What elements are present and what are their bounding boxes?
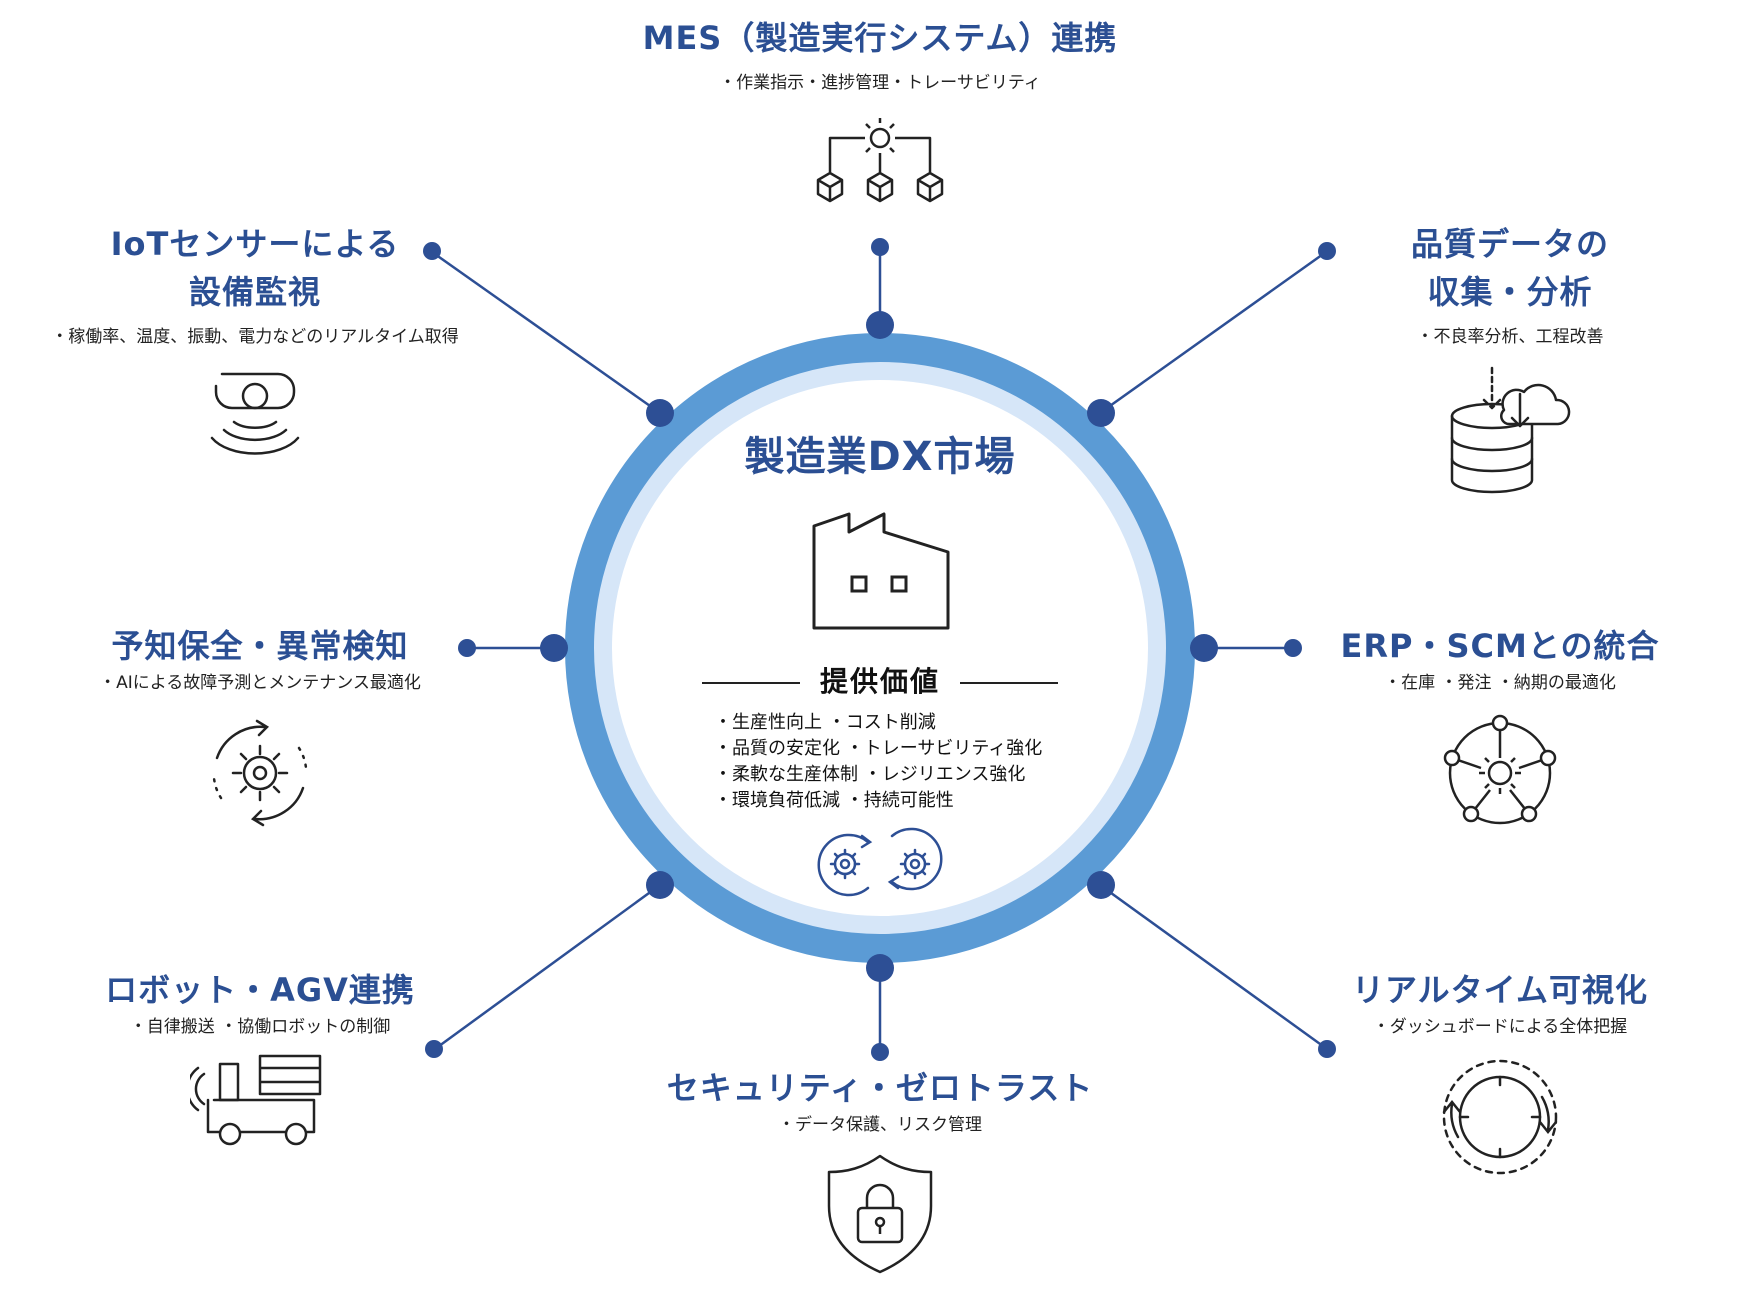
node-robot-title: ロボット・AGV連携 <box>105 971 415 1009</box>
value-rule-left <box>702 682 800 684</box>
end-dot-security <box>871 1043 889 1061</box>
end-dot-iot <box>423 242 441 260</box>
ring-inner <box>594 362 1166 934</box>
node-security-title: セキュリティ・ゼロトラスト <box>666 1069 1094 1107</box>
ring-dot-right <box>1190 634 1218 662</box>
factory-icon <box>812 512 950 630</box>
node-realtime-title: リアルタイム可視化 <box>1351 971 1649 1009</box>
gear-cycle-icon <box>212 719 308 827</box>
end-dot-realtime <box>1318 1040 1336 1058</box>
value-line: ・品質の安定化 ・トレーサビリティ強化 <box>714 738 1043 759</box>
node-security-desc: ・データ保護、リスク管理 <box>778 1115 982 1135</box>
node-realtime-desc: ・ダッシュボードによる全体把握 <box>1372 1017 1628 1037</box>
node-erp: ERP・SCMとの統合 ・在庫 ・発注 ・納期の最適化 <box>1320 622 1680 838</box>
value-line: ・生産性向上 ・コスト削減 <box>714 712 936 733</box>
node-iot-title: IoTセンサーによる 設備監視 <box>110 225 400 311</box>
ring-dot-bottom <box>866 954 894 982</box>
value-list: ・生産性向上 ・コスト削減 ・品質の安定化 ・トレーサビリティ強化 ・柔軟な生産… <box>714 710 1074 814</box>
node-quality-title: 品質データの 収集・分析 <box>1410 225 1609 311</box>
sensor-signal-icon <box>210 372 300 455</box>
ring-dot-top-right <box>1087 399 1115 427</box>
ring-dot-bottom-right <box>1087 871 1115 899</box>
node-predictive-title: 予知保全・異常検知 <box>111 627 409 665</box>
ring-dot-left <box>540 634 568 662</box>
node-mes: MES（製造実行システム）連携 ・作業指示・進捗管理・トレーサビリティ <box>560 14 1200 220</box>
end-dot-erp <box>1284 639 1302 657</box>
ring-dot-top <box>866 311 894 339</box>
node-iot-desc: ・稼働率、温度、振動、電力などのリアルタイム取得 <box>51 327 459 347</box>
node-mes-title: MES（製造実行システム）連携 <box>642 19 1118 57</box>
center-title: 製造業DX市場 <box>744 434 1016 480</box>
connector-quality <box>1099 250 1327 415</box>
ring-outer <box>565 333 1195 963</box>
value-line: ・環境負荷低減 ・持続可能性 <box>714 790 954 811</box>
cycle-gears-icon <box>817 827 943 897</box>
connector-realtime <box>1099 883 1328 1051</box>
node-predictive: 予知保全・異常検知 ・AIによる故障予測とメンテナンス最適化 <box>60 622 460 838</box>
ring-dot-bottom-left <box>646 871 674 899</box>
value-title: 提供価値 <box>819 665 940 698</box>
node-quality: 品質データの 収集・分析 ・不良率分析、工程改善 <box>1330 220 1690 504</box>
value-rule-right <box>960 682 1058 684</box>
end-dot-predictive <box>458 639 476 657</box>
node-realtime: リアルタイム可視化 ・ダッシュボードによる全体把握 <box>1320 966 1680 1182</box>
shield-lock-icon <box>827 1154 933 1274</box>
connector-iot <box>431 250 661 415</box>
node-quality-desc: ・不良率分析、工程改善 <box>1416 327 1604 347</box>
database-cloud-icon <box>1450 366 1571 494</box>
node-robot: ロボット・AGV連携 ・自律搬送 ・協働ロボットの制御 <box>80 966 440 1154</box>
node-mes-desc: ・作業指示・進捗管理・トレーサビリティ <box>719 73 1041 93</box>
end-dot-mes <box>871 238 889 256</box>
end-dot-robot <box>425 1040 443 1058</box>
node-robot-desc: ・自律搬送 ・協働ロボットの制御 <box>129 1017 391 1037</box>
workflow-gear-cubes-icon <box>816 118 944 203</box>
node-security: セキュリティ・ゼロトラスト ・データ保護、リスク管理 <box>600 1064 1160 1276</box>
ring-dot-top-left <box>646 399 674 427</box>
node-iot: IoTセンサーによる 設備監視 ・稼働率、温度、振動、電力などのリアルタイム取得 <box>30 220 480 474</box>
value-line: ・柔軟な生産体制 ・レジリエンス強化 <box>714 764 1026 785</box>
clock-cycle-icon <box>1442 1059 1558 1175</box>
node-predictive-desc: ・AIによる故障予測とメンテナンス最適化 <box>99 673 421 693</box>
network-gear-icon <box>1443 714 1557 825</box>
end-dot-quality <box>1318 242 1336 260</box>
node-erp-title: ERP・SCMとの統合 <box>1340 627 1660 665</box>
agv-forklift-icon <box>190 1054 322 1146</box>
connector-robot <box>434 883 661 1051</box>
node-erp-desc: ・在庫 ・発注 ・納期の最適化 <box>1384 673 1616 693</box>
